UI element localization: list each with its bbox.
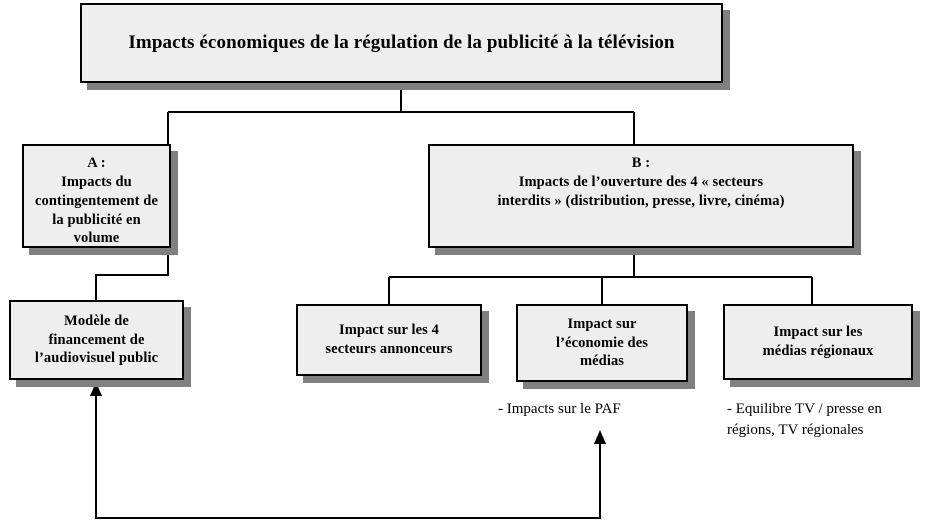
leaf-box-regional-media: Impact sur les médias régionaux — [723, 304, 913, 380]
root-title-text: Impacts économiques de la régulation de … — [128, 31, 675, 53]
leaf-box-media-economy: Impact sur l’économie des médias — [516, 304, 688, 382]
arrowhead-into-funding — [90, 382, 102, 396]
leaf-box-funding-model-text: Modèle de financement de l’audiovisuel p… — [34, 312, 159, 367]
note-regional-balance: - Equilibre TV / presse en régions, TV r… — [727, 401, 882, 438]
branch-box-b-text: B : Impacts de l’ouverture des 4 « secte… — [497, 155, 785, 209]
connector-feedback-loop — [95, 390, 601, 519]
note-impacts-paf: - Impacts sur le PAF — [498, 401, 621, 417]
branch-box-a: A : Impacts du contingentement de la pub… — [22, 144, 171, 248]
leaf-box-regional-media-text: Impact sur les médias régionaux — [762, 324, 874, 359]
leaf-box-funding-model: Modèle de financement de l’audiovisuel p… — [9, 300, 184, 380]
arrowhead-up-paf — [594, 430, 606, 444]
branch-box-b: B : Impacts de l’ouverture des 4 « secte… — [428, 144, 854, 248]
leaf-box-advertiser-sectors: Impact sur les 4 secteurs annonceurs — [296, 304, 482, 376]
leaf-box-media-economy-text: Impact sur l’économie des médias — [555, 315, 648, 370]
connector-a-to-funding — [95, 255, 169, 300]
root-title-box: Impacts économiques de la régulation de … — [80, 3, 723, 83]
branch-box-a-text: A : Impacts du contingentement de la pub… — [34, 155, 159, 247]
leaf-box-advertiser-sectors-text: Impact sur les 4 secteurs annonceurs — [325, 322, 453, 357]
